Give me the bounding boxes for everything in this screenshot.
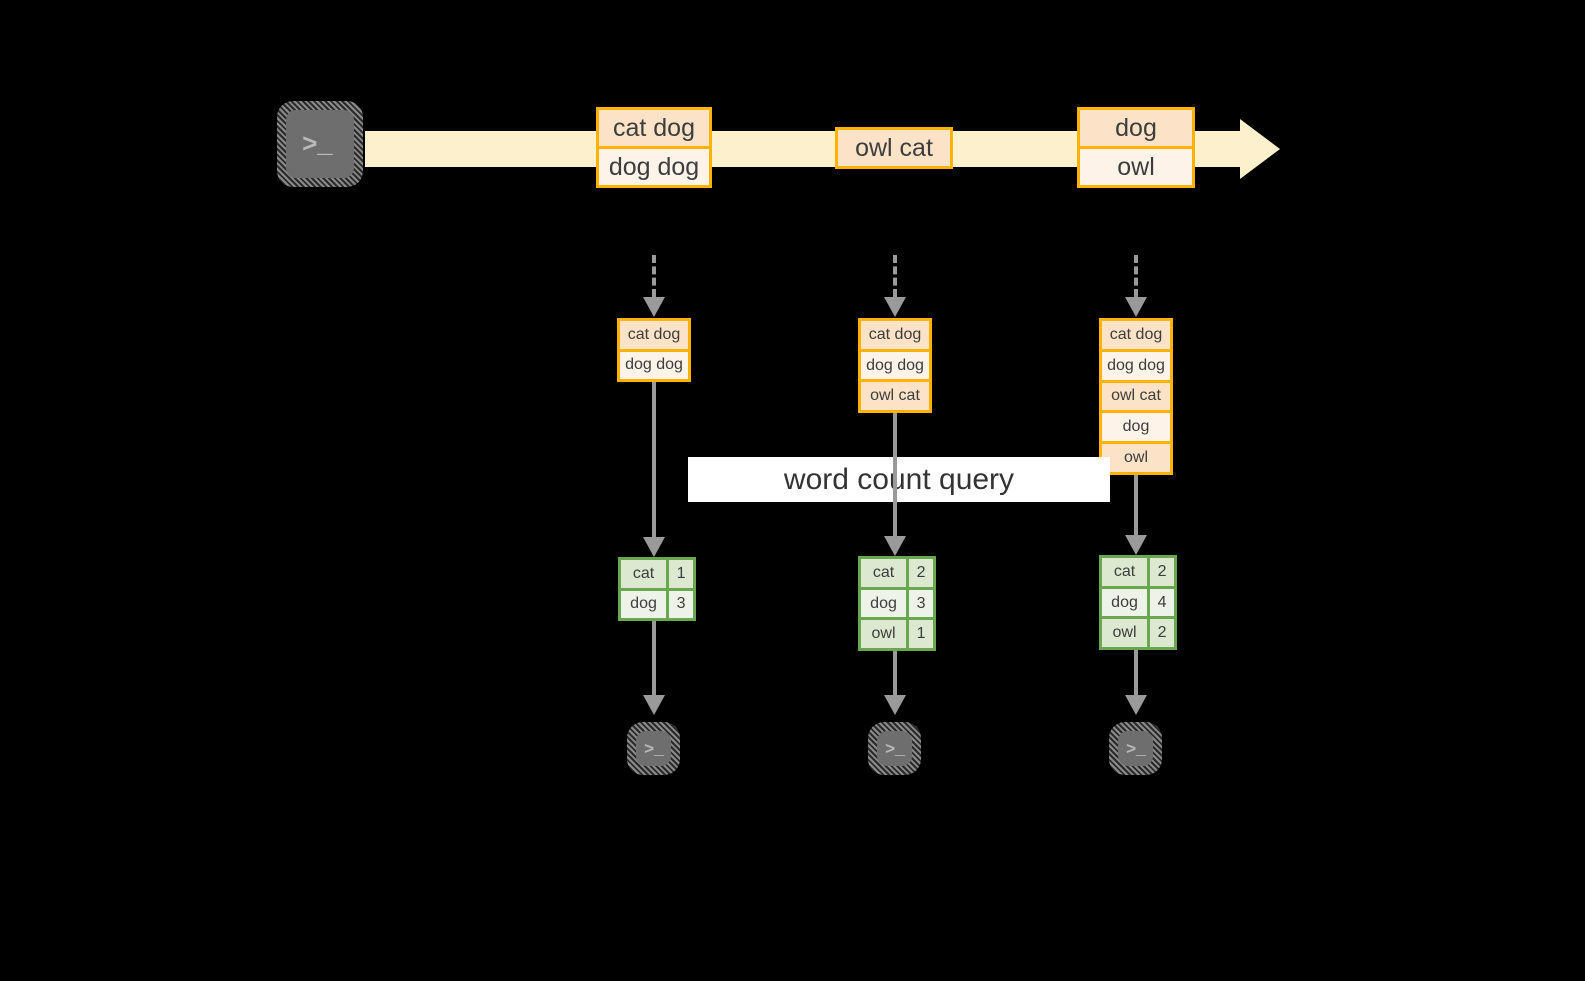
result-count: 2 [1147, 619, 1174, 648]
connector-shaft [1134, 475, 1138, 535]
connector-arrowhead [1125, 535, 1147, 555]
result-count: 2 [1147, 558, 1174, 586]
connector-result-to-sink-1 [642, 621, 666, 715]
connector-arrowhead [643, 695, 665, 715]
terminal-face [286, 110, 354, 178]
result-table-1[interactable]: cat 1 dog 3 [618, 557, 696, 621]
result-row: dog 3 [621, 587, 693, 618]
terminal-face [636, 731, 671, 766]
terminal-face [877, 731, 912, 766]
stream-event-group-3[interactable]: dog owl [1077, 107, 1195, 188]
connector-arrowhead [643, 537, 665, 557]
stream-event-group-1[interactable]: cat dog dog dog [596, 107, 712, 188]
sink-terminal-icon-3[interactable]: >_ [1109, 722, 1162, 775]
connector-arrowhead [884, 695, 906, 715]
result-word: owl [1112, 624, 1137, 642]
result-row: cat 2 [861, 559, 933, 587]
stream-arrowhead [1240, 119, 1280, 179]
connector-arrowhead [884, 297, 906, 317]
state-line: owl [1102, 441, 1170, 472]
terminal-prompt-glyph: >_ [644, 741, 664, 760]
connector-stream-to-state-2 [883, 255, 907, 317]
result-word: dog [1111, 593, 1138, 611]
state-line: dog [1102, 410, 1170, 442]
result-row: owl 1 [861, 617, 933, 649]
stream-event-line: owl cat [838, 130, 950, 166]
connector-state-to-result-3 [1124, 475, 1148, 555]
result-count: 1 [906, 620, 933, 649]
sink-terminal-icon-1[interactable]: >_ [627, 722, 680, 775]
connector-result-to-sink-2 [883, 651, 907, 715]
result-row: dog 4 [1102, 585, 1174, 617]
result-table-3[interactable]: cat 2 dog 4 owl 2 [1099, 555, 1177, 650]
state-box-3[interactable]: cat dog dog dog owl cat dog owl [1099, 318, 1173, 475]
connector-shaft [1134, 650, 1138, 695]
result-row: dog 3 [861, 586, 933, 618]
state-line: dog dog [1102, 348, 1170, 380]
sink-terminal-icon-2[interactable]: >_ [868, 722, 921, 775]
state-line: dog dog [620, 348, 688, 379]
result-word: dog [870, 594, 897, 612]
stream-event-group-2[interactable]: owl cat [835, 127, 953, 169]
state-box-2[interactable]: cat dog dog dog owl cat [858, 318, 932, 413]
query-label-text: word count query [783, 462, 1015, 496]
result-word: dog [630, 595, 657, 613]
state-line: owl cat [1102, 379, 1170, 411]
result-table-2[interactable]: cat 2 dog 3 owl 1 [858, 556, 936, 651]
terminal-prompt-glyph: >_ [302, 130, 333, 160]
connector-arrowhead [884, 536, 906, 556]
state-line: cat dog [861, 321, 929, 349]
connector-shaft [1134, 255, 1138, 297]
stream-event-line: dog dog [599, 146, 709, 185]
terminal-prompt-glyph: >_ [1126, 741, 1146, 760]
connector-arrowhead [1125, 297, 1147, 317]
connector-shaft [893, 651, 897, 695]
result-word: cat [632, 564, 655, 582]
connector-shaft [652, 621, 656, 695]
connector-stream-to-state-3 [1124, 255, 1148, 317]
result-word: cat [872, 563, 895, 581]
stream-event-line: cat dog [599, 110, 709, 146]
stream-event-line: owl [1080, 146, 1192, 185]
result-count: 3 [906, 589, 933, 618]
result-row: owl 2 [1102, 616, 1174, 648]
result-count: 3 [666, 590, 693, 618]
result-count: 2 [906, 559, 933, 587]
state-line: owl cat [861, 379, 929, 411]
result-word: cat [1113, 562, 1136, 580]
state-line: cat dog [1102, 321, 1170, 349]
state-line: cat dog [620, 321, 688, 349]
connector-arrowhead [643, 297, 665, 317]
terminal-face [1118, 731, 1153, 766]
source-terminal-icon[interactable]: >_ [277, 101, 363, 187]
result-count: 4 [1147, 588, 1174, 617]
result-count: 1 [666, 560, 693, 588]
connector-shaft [652, 255, 656, 297]
terminal-prompt-glyph: >_ [885, 741, 905, 760]
connector-arrowhead [1125, 695, 1147, 715]
stream-event-line: dog [1080, 110, 1192, 146]
result-row: cat 1 [621, 560, 693, 588]
connector-result-to-sink-3 [1124, 650, 1148, 715]
connector-stream-to-state-1 [642, 255, 666, 317]
state-line: dog dog [861, 348, 929, 380]
connector-shaft [893, 255, 897, 297]
result-word: owl [871, 625, 896, 643]
connector-overlay-1 [652, 457, 656, 502]
connector-overlay-2 [893, 457, 897, 502]
result-row: cat 2 [1102, 558, 1174, 586]
state-box-1[interactable]: cat dog dog dog [617, 318, 691, 382]
query-label-band: word count query [688, 457, 1110, 502]
